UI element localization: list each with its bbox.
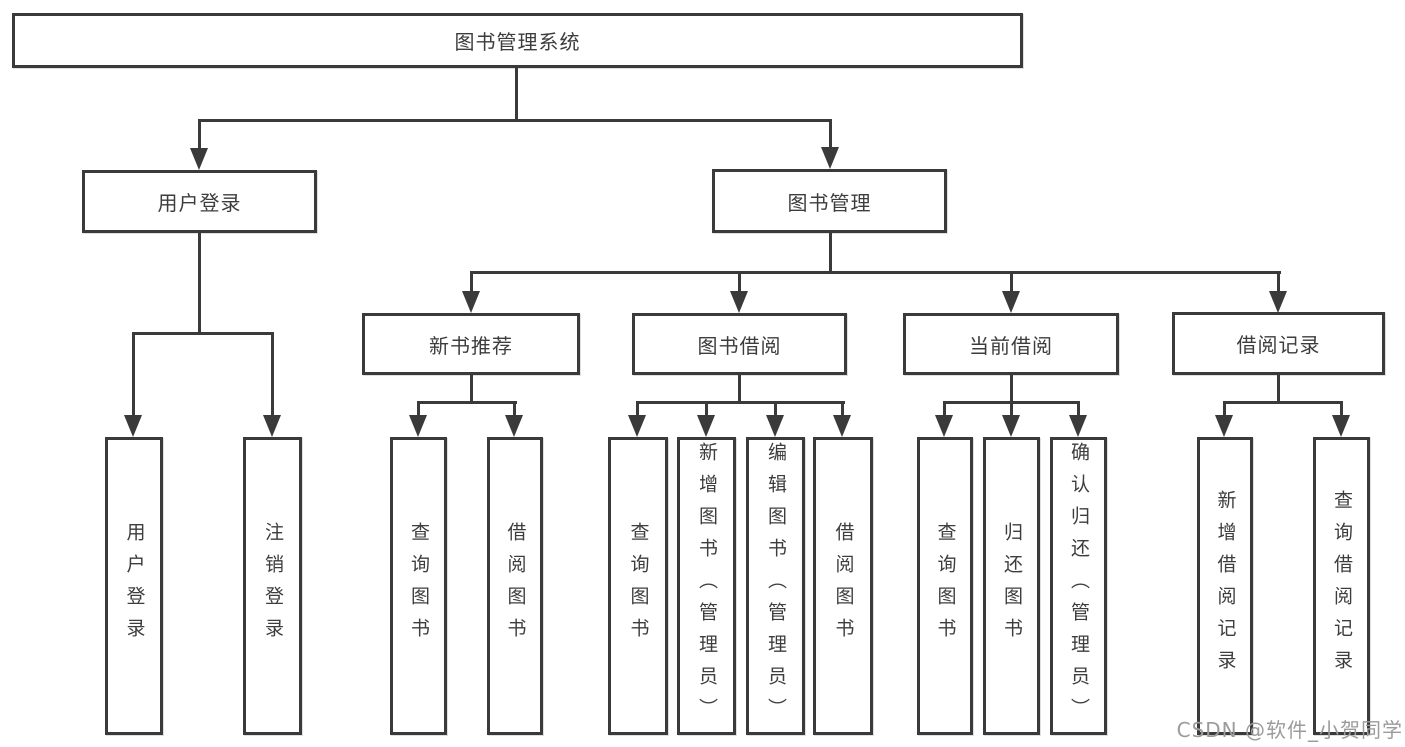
connector-line	[841, 401, 844, 417]
connector-line	[705, 401, 708, 417]
connector-arrowhead	[1002, 291, 1020, 313]
node-borrowing-records: 借阅记录	[1172, 312, 1385, 375]
connector-arrowhead	[1215, 415, 1233, 437]
leaf-user-login: 用户登录	[105, 437, 163, 735]
connector-line	[470, 271, 473, 293]
connector-arrowhead	[1269, 291, 1287, 313]
leaf-query-books-borrowing: 查询图书	[608, 437, 668, 735]
connector-arrowhead	[462, 291, 480, 313]
connector-line	[829, 119, 832, 151]
connector-arrowhead	[821, 147, 839, 169]
leaf-logout: 注销登录	[243, 437, 302, 735]
node-book-borrowing: 图书借阅	[632, 313, 847, 375]
connector-arrowhead	[1332, 415, 1350, 437]
connector-arrowhead	[409, 415, 427, 437]
connector-line	[1010, 401, 1013, 417]
leaf-borrow-books: 借阅图书	[813, 437, 873, 735]
connector-arrowhead	[1069, 415, 1087, 437]
connector-arrowhead	[190, 148, 208, 170]
connector-line	[1277, 271, 1280, 293]
connector-line	[829, 233, 832, 274]
connector-arrowhead	[833, 415, 851, 437]
connector-line	[1223, 401, 1226, 417]
node-user-login: 用户登录	[82, 170, 317, 233]
connector-line	[636, 401, 845, 404]
connector-line	[1223, 401, 1343, 404]
leaf-confirm-return-admin: 确认归还（管理员）	[1050, 437, 1107, 735]
connector-line	[198, 233, 201, 335]
connector-line	[1277, 375, 1280, 404]
connector-line	[470, 375, 473, 404]
connector-line	[132, 332, 274, 335]
leaf-add-book-admin: 新增图书（管理员）	[677, 437, 736, 735]
connector-line	[271, 332, 274, 417]
connector-arrowhead	[628, 415, 646, 437]
watermark: CSDN @软件_小贺同学	[1176, 718, 1403, 742]
connector-arrowhead	[505, 415, 523, 437]
connector-line	[198, 119, 832, 122]
leaf-edit-book-admin: 编辑图书（管理员）	[746, 437, 805, 735]
leaf-add-borrow-record: 新增借阅记录	[1197, 437, 1253, 735]
connector-line	[1010, 271, 1013, 293]
leaf-query-books-recommend: 查询图书	[390, 437, 447, 735]
connector-line	[417, 401, 517, 404]
node-current-borrowing: 当前借阅	[903, 313, 1119, 375]
node-book-management: 图书管理	[712, 169, 947, 233]
connector-line	[774, 401, 777, 417]
connector-arrowhead	[730, 291, 748, 313]
node-new-book-recommendation: 新书推荐	[362, 313, 580, 375]
connector-line	[738, 271, 741, 293]
connector-line	[943, 401, 946, 417]
leaf-query-books-current: 查询图书	[917, 437, 973, 735]
connector-arrowhead	[1002, 415, 1020, 437]
connector-line	[1077, 401, 1080, 417]
connector-line	[738, 375, 741, 404]
connector-arrowhead	[124, 415, 142, 437]
connector-arrowhead	[935, 415, 953, 437]
connector-line	[636, 401, 639, 417]
connector-line	[470, 271, 1281, 274]
connector-line	[417, 401, 420, 417]
connector-line	[1010, 375, 1013, 404]
connector-line	[1340, 401, 1343, 417]
connector-arrowhead	[766, 415, 784, 437]
leaf-borrow-books-recommend: 借阅图书	[487, 437, 543, 735]
connector-arrowhead	[263, 415, 281, 437]
connector-line	[515, 68, 518, 120]
leaf-query-borrow-record: 查询借阅记录	[1313, 437, 1370, 735]
node-library-management-system: 图书管理系统	[12, 13, 1023, 68]
leaf-return-books: 归还图书	[983, 437, 1040, 735]
connector-arrowhead	[697, 415, 715, 437]
connector-line	[513, 401, 516, 417]
connector-line	[132, 332, 135, 417]
connector-line	[198, 119, 201, 152]
